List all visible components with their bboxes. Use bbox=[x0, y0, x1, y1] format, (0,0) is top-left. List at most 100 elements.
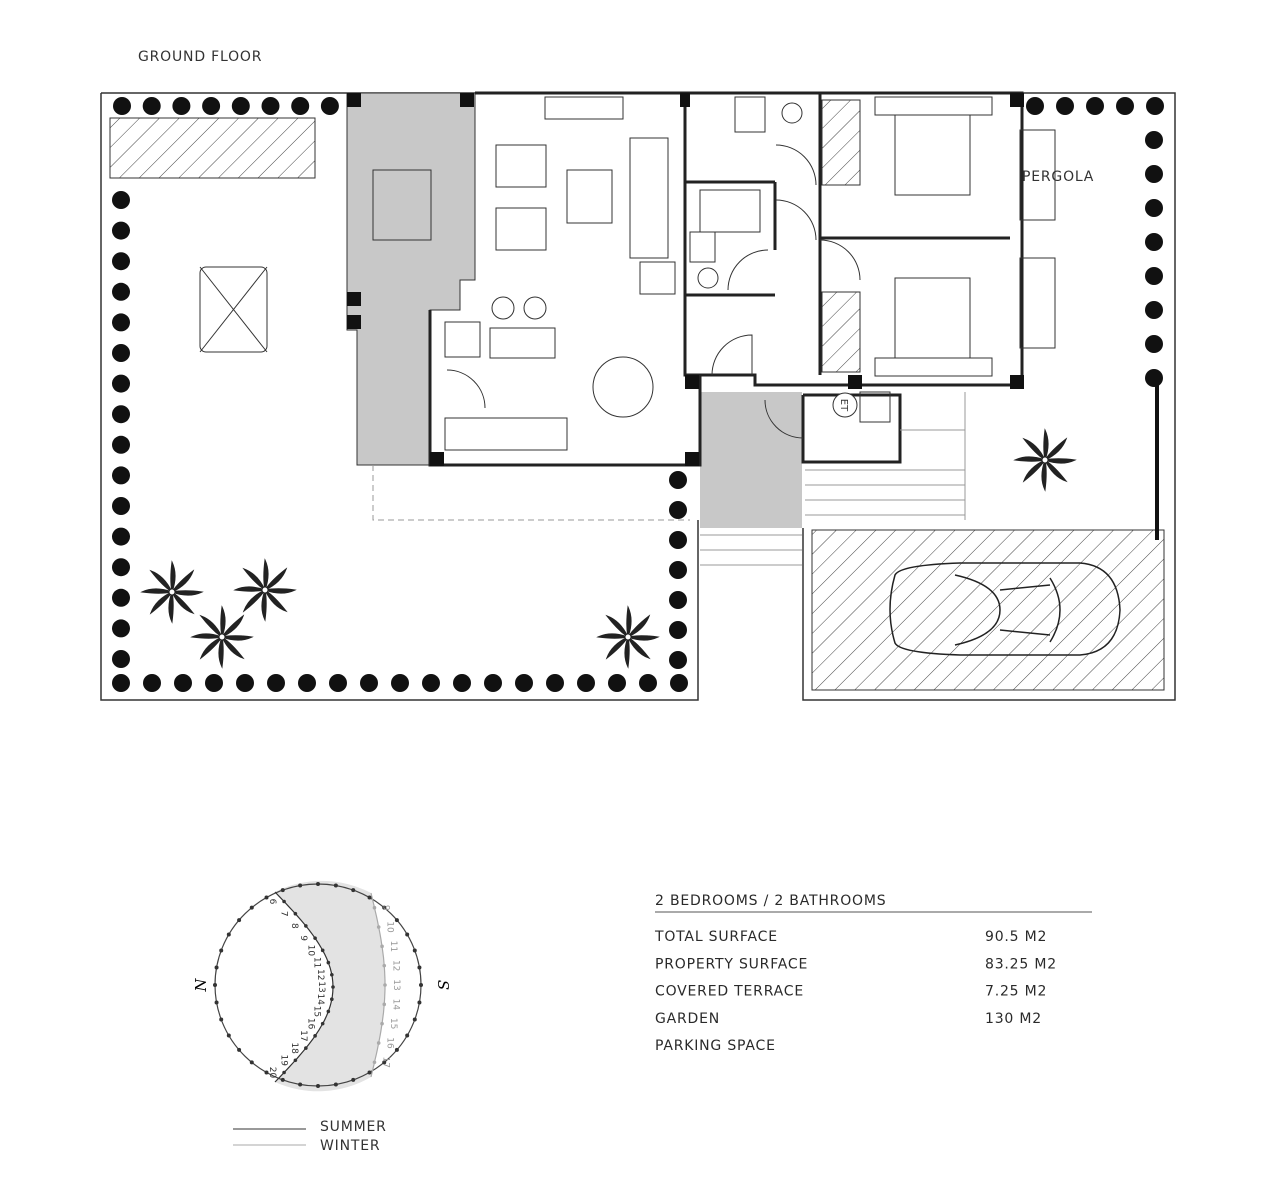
hedge-dot bbox=[577, 674, 595, 692]
ring-dot bbox=[237, 1047, 242, 1052]
ring-dot bbox=[213, 983, 217, 987]
entry-porch bbox=[700, 392, 802, 528]
ring-dot bbox=[298, 1082, 303, 1087]
summer-hour-label: 16 bbox=[306, 1018, 316, 1030]
hedge-dot bbox=[172, 97, 191, 115]
hedge-dot bbox=[320, 97, 339, 115]
winter-legend-label: WINTER bbox=[320, 1138, 380, 1154]
north-label: N bbox=[192, 978, 210, 993]
stairs bbox=[700, 392, 966, 566]
summer-legend-label: SUMMER bbox=[320, 1119, 387, 1135]
summer-hour-label: 6 bbox=[267, 899, 277, 905]
row-label: GARDEN bbox=[655, 1011, 720, 1027]
hedge-dot bbox=[669, 471, 687, 489]
hedge-dot bbox=[1145, 267, 1163, 285]
hedge-dot bbox=[669, 561, 687, 579]
row-value: 90.5 M2 bbox=[985, 929, 1047, 945]
ring-dot bbox=[280, 888, 285, 893]
summer-hour-label: 9 bbox=[298, 935, 308, 941]
ring-dot bbox=[249, 905, 254, 910]
ring-dot bbox=[405, 1033, 410, 1038]
ring-dot bbox=[264, 1070, 269, 1075]
winter-hour-dot bbox=[372, 1060, 377, 1065]
terrace-outline bbox=[372, 465, 690, 521]
hedge-dot bbox=[360, 674, 378, 692]
ring-dot bbox=[417, 965, 422, 970]
hedge-dot bbox=[484, 674, 502, 692]
ring-dot bbox=[382, 905, 387, 910]
hedge-dot bbox=[1145, 131, 1163, 149]
hedge-dot bbox=[669, 651, 687, 669]
ring-dot bbox=[249, 1060, 254, 1065]
hedge-dot bbox=[142, 97, 161, 115]
palm-tree-icon bbox=[596, 605, 660, 669]
hedge-dot bbox=[112, 252, 130, 271]
summer-hour-label: 17 bbox=[298, 1030, 308, 1041]
hedge-dots bbox=[112, 97, 1164, 692]
winter-hour-dot bbox=[382, 963, 387, 968]
wardrobes bbox=[821, 99, 861, 373]
summer-hour-label: 7 bbox=[278, 911, 288, 917]
ring-dot bbox=[226, 932, 231, 937]
ring-dot bbox=[351, 1077, 356, 1082]
hedge-dot bbox=[298, 674, 316, 692]
summer-hour-dot bbox=[282, 899, 286, 904]
meter-symbol bbox=[832, 392, 858, 418]
summer-hour-label: 8 bbox=[289, 923, 299, 929]
row-value: 7.25 M2 bbox=[985, 984, 1047, 1000]
hedge-dot bbox=[422, 674, 440, 692]
wall-columns bbox=[347, 93, 1024, 466]
summer-hour-label: 15 bbox=[311, 1006, 321, 1017]
winter-hour-label: 9 bbox=[380, 905, 390, 911]
summer-hour-label: 18 bbox=[289, 1042, 299, 1054]
hedge-dot bbox=[1145, 301, 1163, 319]
summer-hour-dot bbox=[330, 997, 334, 1002]
ring-dot bbox=[367, 1070, 372, 1075]
hedge-dot bbox=[112, 527, 130, 546]
ring-dot bbox=[351, 888, 356, 893]
summer-hour-dot bbox=[331, 985, 335, 989]
hedge-dot bbox=[1146, 97, 1164, 115]
hedge-dot bbox=[112, 221, 130, 240]
summer-hour-label: 13 bbox=[316, 981, 326, 992]
summary-row: PARKING SPACE bbox=[655, 1038, 776, 1054]
hedge-dot bbox=[112, 313, 130, 332]
hedge-dot bbox=[112, 466, 130, 485]
ring-dot bbox=[264, 895, 269, 900]
hedge-dot bbox=[112, 405, 130, 424]
sun-path-diagram: 6789101112131415161718192091011121314151… bbox=[192, 880, 452, 1092]
winter-hour-label: 11 bbox=[388, 941, 398, 952]
ring-dot bbox=[417, 1000, 422, 1005]
hedge-dot bbox=[112, 435, 130, 454]
hedge-dot bbox=[112, 558, 130, 577]
winter-hour-label: 15 bbox=[388, 1018, 398, 1029]
hedge-dot bbox=[112, 497, 130, 515]
pergola-label: PERGOLA bbox=[1022, 169, 1094, 185]
hedge-dot bbox=[236, 674, 254, 692]
summary-row: TOTAL SURFACE 90.5 M2 bbox=[654, 929, 1047, 945]
hedge-dot bbox=[1116, 97, 1134, 115]
winter-hour-dot bbox=[382, 1002, 387, 1007]
palm-tree-icon bbox=[190, 605, 254, 669]
winter-hour-label: 13 bbox=[391, 979, 401, 990]
hedge-dot bbox=[1086, 97, 1104, 115]
hedge-dot bbox=[112, 619, 130, 638]
row-label: TOTAL SURFACE bbox=[654, 929, 778, 945]
summer-hour-label: 14 bbox=[315, 993, 325, 1005]
hedge-dot bbox=[1145, 335, 1163, 353]
hedge-dot bbox=[1145, 199, 1163, 217]
south-label: S bbox=[434, 980, 452, 990]
plan-title: GROUND FLOOR bbox=[138, 49, 262, 65]
winter-hour-dot bbox=[380, 1021, 384, 1026]
hedge-dot bbox=[639, 674, 657, 692]
ring-dot bbox=[280, 1077, 285, 1082]
row-label: PARKING SPACE bbox=[655, 1038, 776, 1054]
summer-hour-label: 12 bbox=[315, 969, 325, 980]
summer-hour-dot bbox=[293, 1058, 298, 1063]
summer-hour-dot bbox=[320, 1021, 325, 1026]
ring-dot bbox=[382, 1060, 387, 1065]
summer-hour-label: 11 bbox=[311, 957, 321, 968]
summer-hour-label: 19 bbox=[278, 1055, 288, 1067]
